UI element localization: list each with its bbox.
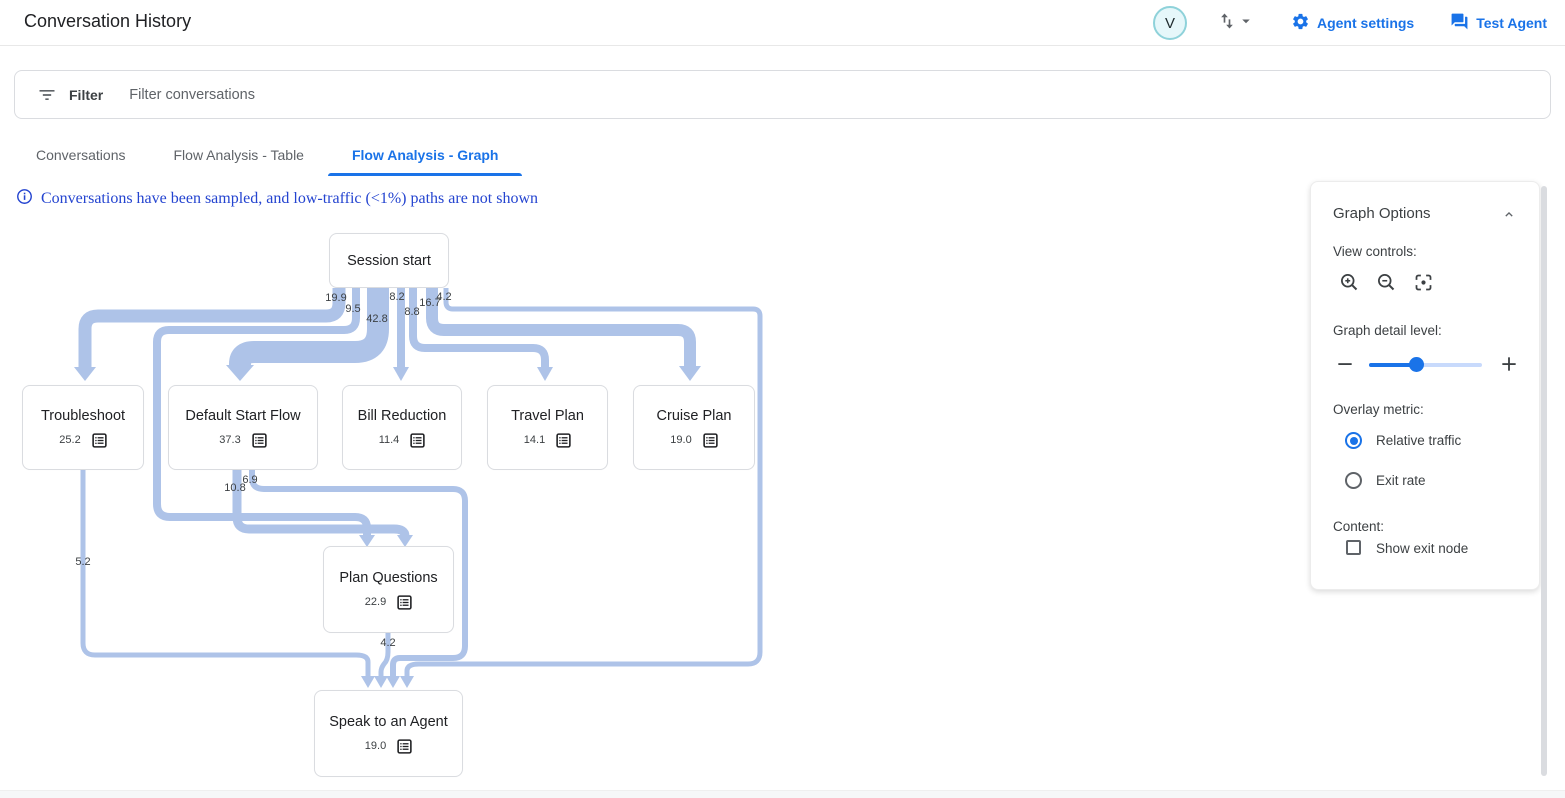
filter-icon: [37, 85, 57, 105]
edge-label: 4.2: [436, 291, 452, 303]
edge-label: 8.2: [389, 291, 405, 303]
node-value: 22.9: [364, 596, 387, 608]
view-controls: [1339, 272, 1434, 293]
node-title: Plan Questions: [339, 569, 438, 586]
chat-icon: [1450, 12, 1469, 34]
agent-settings-button[interactable]: Agent settings: [1291, 12, 1414, 34]
filter-label: Filter: [69, 86, 104, 103]
node-table-icon[interactable]: [92, 432, 107, 448]
overlay-metric-label: Overlay metric:: [1333, 402, 1424, 417]
test-agent-label: Test Agent: [1476, 15, 1547, 31]
chevron-down-icon: [1237, 12, 1255, 35]
info-icon: [16, 188, 33, 210]
node-travel-plan[interactable]: Travel Plan 14.1: [487, 385, 608, 470]
bottom-edge: [0, 790, 1565, 798]
view-controls-label: View controls:: [1333, 244, 1417, 259]
node-table-icon[interactable]: [397, 738, 412, 754]
graph-options-panel: Graph Options View controls: Graph detai…: [1310, 181, 1540, 590]
header: Conversation History V Agent settings: [0, 0, 1565, 46]
radio-label: Relative traffic: [1376, 433, 1462, 448]
slider-thumb[interactable]: [1409, 357, 1424, 372]
tab-flow-analysis-graph[interactable]: Flow Analysis - Graph: [327, 133, 523, 176]
node-speak-to-an-agent[interactable]: Speak to an Agent 19.0: [314, 690, 463, 777]
test-agent-button[interactable]: Test Agent: [1450, 12, 1547, 34]
agent-settings-label: Agent settings: [1316, 15, 1415, 31]
show-exit-node-checkbox[interactable]: Show exit node: [1311, 540, 1541, 560]
node-title: Travel Plan: [511, 407, 584, 424]
vertical-scrollbar[interactable]: [1541, 186, 1547, 776]
radio-exit-rate[interactable]: Exit rate: [1311, 472, 1541, 492]
radio-icon: [1345, 472, 1362, 489]
header-actions: V Agent settings Test Agent: [1152, 0, 1547, 46]
node-value: 11.4: [378, 434, 400, 446]
slider-track[interactable]: [1369, 357, 1482, 372]
edge-label: 8.8: [404, 306, 420, 318]
edge-label: 6.9: [242, 474, 258, 486]
node-table-icon[interactable]: [556, 432, 571, 448]
tab-flow-analysis-table[interactable]: Flow Analysis - Table: [173, 146, 304, 163]
node-default-start-flow[interactable]: Default Start Flow 37.3: [168, 385, 318, 470]
edge-label: 4.2: [380, 637, 396, 649]
collapse-chevron-icon[interactable]: [1501, 206, 1517, 222]
graph-detail-label: Graph detail level:: [1333, 323, 1442, 338]
node-title: Troubleshoot: [40, 407, 126, 424]
graph-detail-slider: [1311, 352, 1541, 378]
filter-bar[interactable]: Filter Filter conversations: [14, 70, 1551, 119]
zoom-in-icon[interactable]: [1339, 272, 1360, 293]
tab-conversations[interactable]: Conversations: [36, 146, 126, 163]
gear-icon: [1291, 12, 1310, 34]
node-troubleshoot[interactable]: Troubleshoot 25.2: [22, 385, 144, 470]
tab-bar: Conversations Flow Analysis - Table Flow…: [12, 133, 523, 176]
node-table-icon[interactable]: [410, 432, 425, 448]
node-value: 19.0: [364, 740, 387, 752]
node-cruise-plan[interactable]: Cruise Plan 19.0: [633, 385, 755, 470]
node-table-icon[interactable]: [703, 432, 718, 448]
plus-icon[interactable]: [1499, 354, 1519, 374]
edge-label: 16.7: [419, 297, 441, 309]
radio-label: Exit rate: [1376, 473, 1426, 488]
node-value: 14.1: [523, 434, 546, 446]
edge-label: 42.8: [366, 313, 388, 325]
edge-label: 5.2: [75, 556, 91, 568]
radio-relative-traffic[interactable]: Relative traffic: [1311, 432, 1541, 452]
node-title: Bill Reduction: [357, 407, 447, 424]
edge-label: 9.5: [345, 303, 361, 315]
node-title: Speak to an Agent: [329, 713, 448, 730]
minus-icon[interactable]: [1335, 354, 1355, 374]
graph-options-title: Graph Options: [1333, 205, 1431, 222]
node-session-start[interactable]: Session start: [329, 233, 449, 288]
node-value: 25.2: [59, 434, 81, 446]
sampling-notice: Conversations have been sampled, and low…: [16, 188, 538, 210]
node-title: Cruise Plan: [656, 407, 732, 424]
node-value: 37.3: [219, 434, 241, 446]
edge-label: 10.8: [224, 482, 246, 494]
checkbox-label: Show exit node: [1376, 541, 1469, 556]
filter-input-placeholder: Filter conversations: [129, 86, 255, 103]
node-bill-reduction[interactable]: Bill Reduction 11.4: [342, 385, 462, 470]
import-export-icon: [1217, 11, 1237, 36]
avatar-letter: V: [1164, 14, 1175, 32]
node-title: Session start: [347, 252, 431, 269]
zoom-out-icon[interactable]: [1376, 272, 1397, 293]
radio-icon: [1345, 432, 1362, 449]
page-title: Conversation History: [24, 11, 192, 31]
checkbox-icon: [1346, 540, 1361, 555]
node-title: Default Start Flow: [185, 407, 301, 424]
avatar[interactable]: V: [1152, 6, 1187, 40]
node-value: 19.0: [670, 434, 692, 446]
content-label: Content:: [1333, 519, 1385, 534]
node-table-icon[interactable]: [397, 594, 412, 610]
node-table-icon[interactable]: [252, 432, 267, 448]
center-focus-icon[interactable]: [1413, 272, 1434, 293]
sort-control[interactable]: [1217, 11, 1255, 36]
node-plan-questions[interactable]: Plan Questions 22.9: [323, 546, 454, 633]
edge-label: 19.9: [325, 292, 347, 304]
slider-fill: [1369, 363, 1416, 367]
sampling-notice-text: Conversations have been sampled, and low…: [41, 190, 539, 207]
